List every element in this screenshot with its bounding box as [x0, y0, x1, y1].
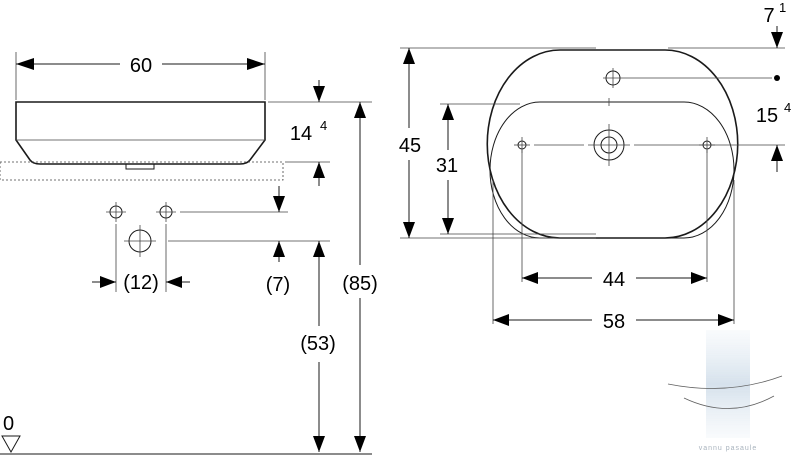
inner-depth-label: 31 — [436, 155, 458, 177]
floor-datum-triangle — [1, 435, 21, 454]
floor-to-rim-label: (85) — [342, 273, 378, 295]
side-view: 60 14 4 (7) — [0, 52, 378, 455]
connection-symbols — [106, 202, 330, 292]
watermark-logo: vannu pasaule — [667, 330, 783, 452]
basin-side-outline — [15, 101, 266, 165]
watermark-text: vannu pasaule — [699, 445, 758, 452]
floor-to-waste-label: (53) — [300, 333, 336, 355]
depth-label: 45 — [399, 135, 421, 157]
offset-label: (7) — [266, 274, 290, 296]
top-view: 45 31 7 1 15 4 44 58 — [399, 0, 791, 333]
bowl-height-label: 14 — [290, 123, 312, 145]
basin-inner-outline — [489, 101, 735, 239]
rim-to-tap-label: 7 — [763, 5, 774, 27]
tap-to-centre-superscript: 4 — [784, 100, 791, 115]
rim-to-tap-superscript: 1 — [779, 0, 786, 15]
overall-width-label: 58 — [603, 311, 625, 333]
waste-outlet — [125, 163, 155, 170]
tap-to-centre-label: 15 — [756, 105, 778, 127]
floor-datum-label: 0 — [3, 413, 14, 435]
width-label: 60 — [130, 55, 152, 77]
bowl-height-superscript: 4 — [320, 118, 327, 133]
fixing-spacing-label: 44 — [603, 269, 625, 291]
spacing-label: (12) — [123, 272, 159, 294]
countertop — [0, 161, 284, 181]
